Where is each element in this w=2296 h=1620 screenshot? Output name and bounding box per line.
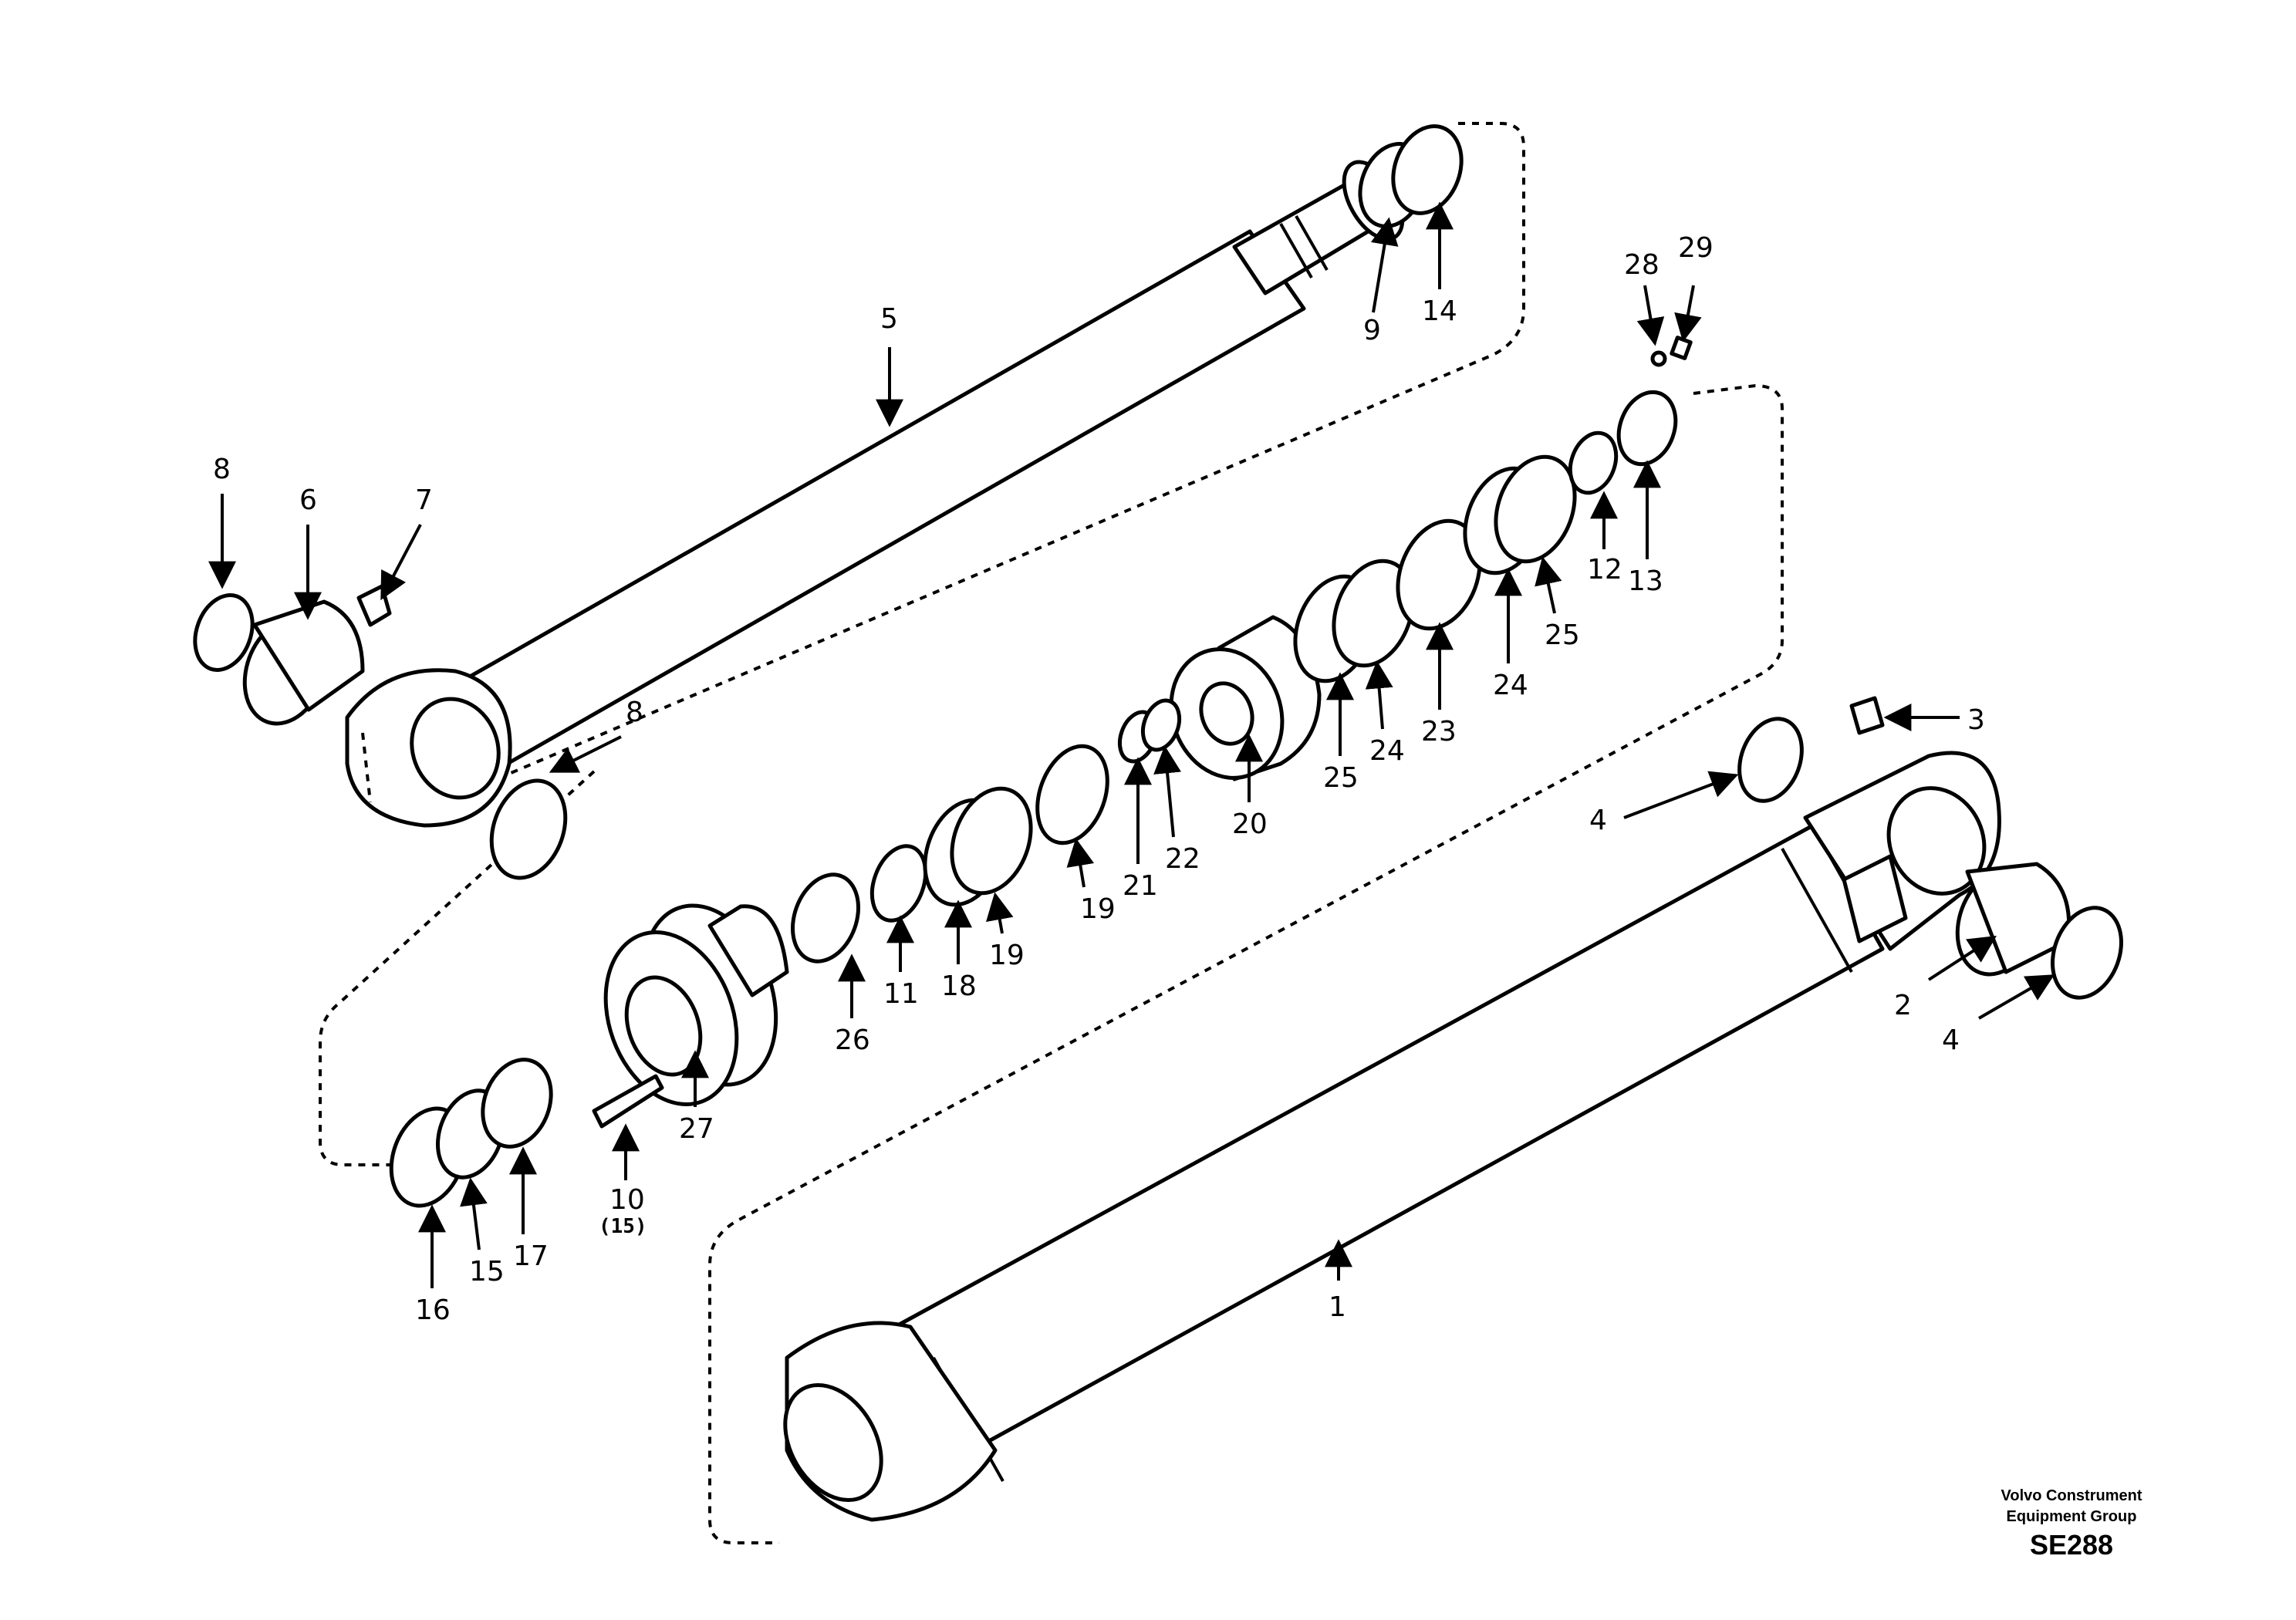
callout-4-bottom: 4 <box>1942 1024 1960 1056</box>
diagram-code: SE288 <box>2030 1529 2113 1561</box>
callout-8-right: 8 <box>626 697 643 728</box>
piston-rod <box>345 160 1405 828</box>
callout-25-upper: 25 <box>1545 619 1580 651</box>
callout-14: 14 <box>1422 295 1457 327</box>
callout-8-left: 8 <box>213 454 231 485</box>
callout-19-lower: 19 <box>989 940 1025 971</box>
seal-rings <box>193 124 2123 1208</box>
callout-6: 6 <box>299 484 317 516</box>
callout-17: 17 <box>513 1240 549 1272</box>
callout-20: 20 <box>1232 808 1268 840</box>
cylinder-head <box>603 903 789 1106</box>
assembly-outline-rod <box>458 122 1525 804</box>
callout-28: 28 <box>1624 249 1660 281</box>
callout-18: 18 <box>941 970 977 1002</box>
assembly-outline-head <box>319 770 596 1166</box>
callout-2: 2 <box>1894 990 1912 1021</box>
callout-3: 3 <box>1967 704 1985 736</box>
callout-4-top: 4 <box>1589 805 1607 836</box>
callout-13: 13 <box>1628 565 1663 597</box>
callout-23: 23 <box>1421 716 1457 748</box>
callout-11: 11 <box>883 978 919 1010</box>
callout-10-qty: (15) <box>599 1215 647 1238</box>
callout-15: 15 <box>469 1256 505 1288</box>
callout-21: 21 <box>1123 870 1158 902</box>
caption-line-2: Equipment Group <box>2007 1508 2137 1525</box>
callout-27: 27 <box>679 1113 714 1145</box>
callout-19-upper: 19 <box>1080 893 1116 925</box>
callout-1: 1 <box>1329 1291 1346 1323</box>
callout-labels: 1 2 3 4 4 5 6 7 8 8 9 14 10 (15) 11 12 1… <box>213 232 1985 1326</box>
caption-line-1: Volvo Construment <box>2001 1487 2142 1504</box>
callout-29: 29 <box>1678 232 1714 264</box>
callout-7: 7 <box>415 484 433 516</box>
callout-24-lower: 24 <box>1369 735 1405 767</box>
callout-9: 9 <box>1363 315 1381 346</box>
leader-arrows <box>208 201 2055 1288</box>
callout-12: 12 <box>1587 554 1622 586</box>
callout-5: 5 <box>880 303 898 335</box>
callout-25-lower: 25 <box>1323 762 1359 794</box>
callout-10: 10 <box>609 1184 645 1216</box>
publisher-caption: Volvo Construment Equipment Group SE288 <box>2001 1487 2142 1561</box>
callout-22: 22 <box>1165 843 1200 875</box>
callout-26: 26 <box>835 1024 870 1056</box>
callout-16: 16 <box>415 1294 451 1326</box>
assembly-outline-piston <box>708 383 1784 1544</box>
cylinder-tube <box>783 751 2001 1522</box>
callout-24-upper: 24 <box>1493 670 1528 701</box>
